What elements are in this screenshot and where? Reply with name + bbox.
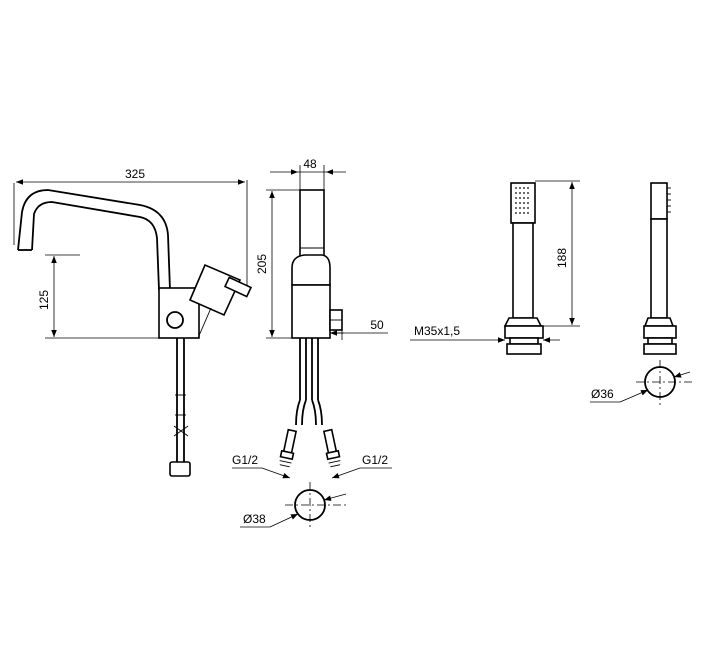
- dim-mixer-hole: Ø38: [243, 512, 266, 526]
- left-connector: [279, 428, 298, 468]
- dim-body-width: 48: [303, 157, 317, 171]
- shower-head-side: [650, 182, 668, 220]
- mixer-side-view: 325 125: [13, 167, 253, 477]
- hand-shower-front: 188 M35x1,5: [410, 180, 580, 355]
- label-thread-left: G1/2: [232, 453, 258, 467]
- dim-spout-reach: 325: [125, 167, 145, 181]
- dim-lever-offset: 50: [370, 318, 384, 332]
- dim-shower-hole: Ø36: [591, 387, 614, 401]
- hand-shower-side: Ø36: [590, 182, 694, 405]
- mixer-front-view: 48 205 50 G1/2 G1/2 Ø38: [232, 157, 392, 530]
- lever-pivot: [166, 311, 184, 329]
- spout-column: [299, 189, 325, 261]
- shower-head: [510, 182, 536, 224]
- dim-body-height: 205: [255, 254, 269, 274]
- dim-shower-length: 188: [555, 248, 569, 268]
- shower-handle: [512, 222, 534, 319]
- spout: [17, 189, 171, 291]
- right-connector: [322, 428, 341, 468]
- lever-handle: [188, 263, 242, 317]
- dim-spout-height: 125: [37, 290, 51, 310]
- shower-holder: [504, 325, 544, 339]
- label-thread-right: G1/2: [362, 453, 388, 467]
- mixer-hole: Ø38: [240, 482, 348, 530]
- supply-hose: [169, 338, 191, 477]
- shower-nozzles: [515, 187, 529, 214]
- mixer-body-front: [291, 284, 331, 339]
- shower-hole: Ø36: [590, 360, 694, 405]
- shower-handle-side: [650, 218, 668, 319]
- label-shower-thread: M35x1,5: [414, 324, 460, 338]
